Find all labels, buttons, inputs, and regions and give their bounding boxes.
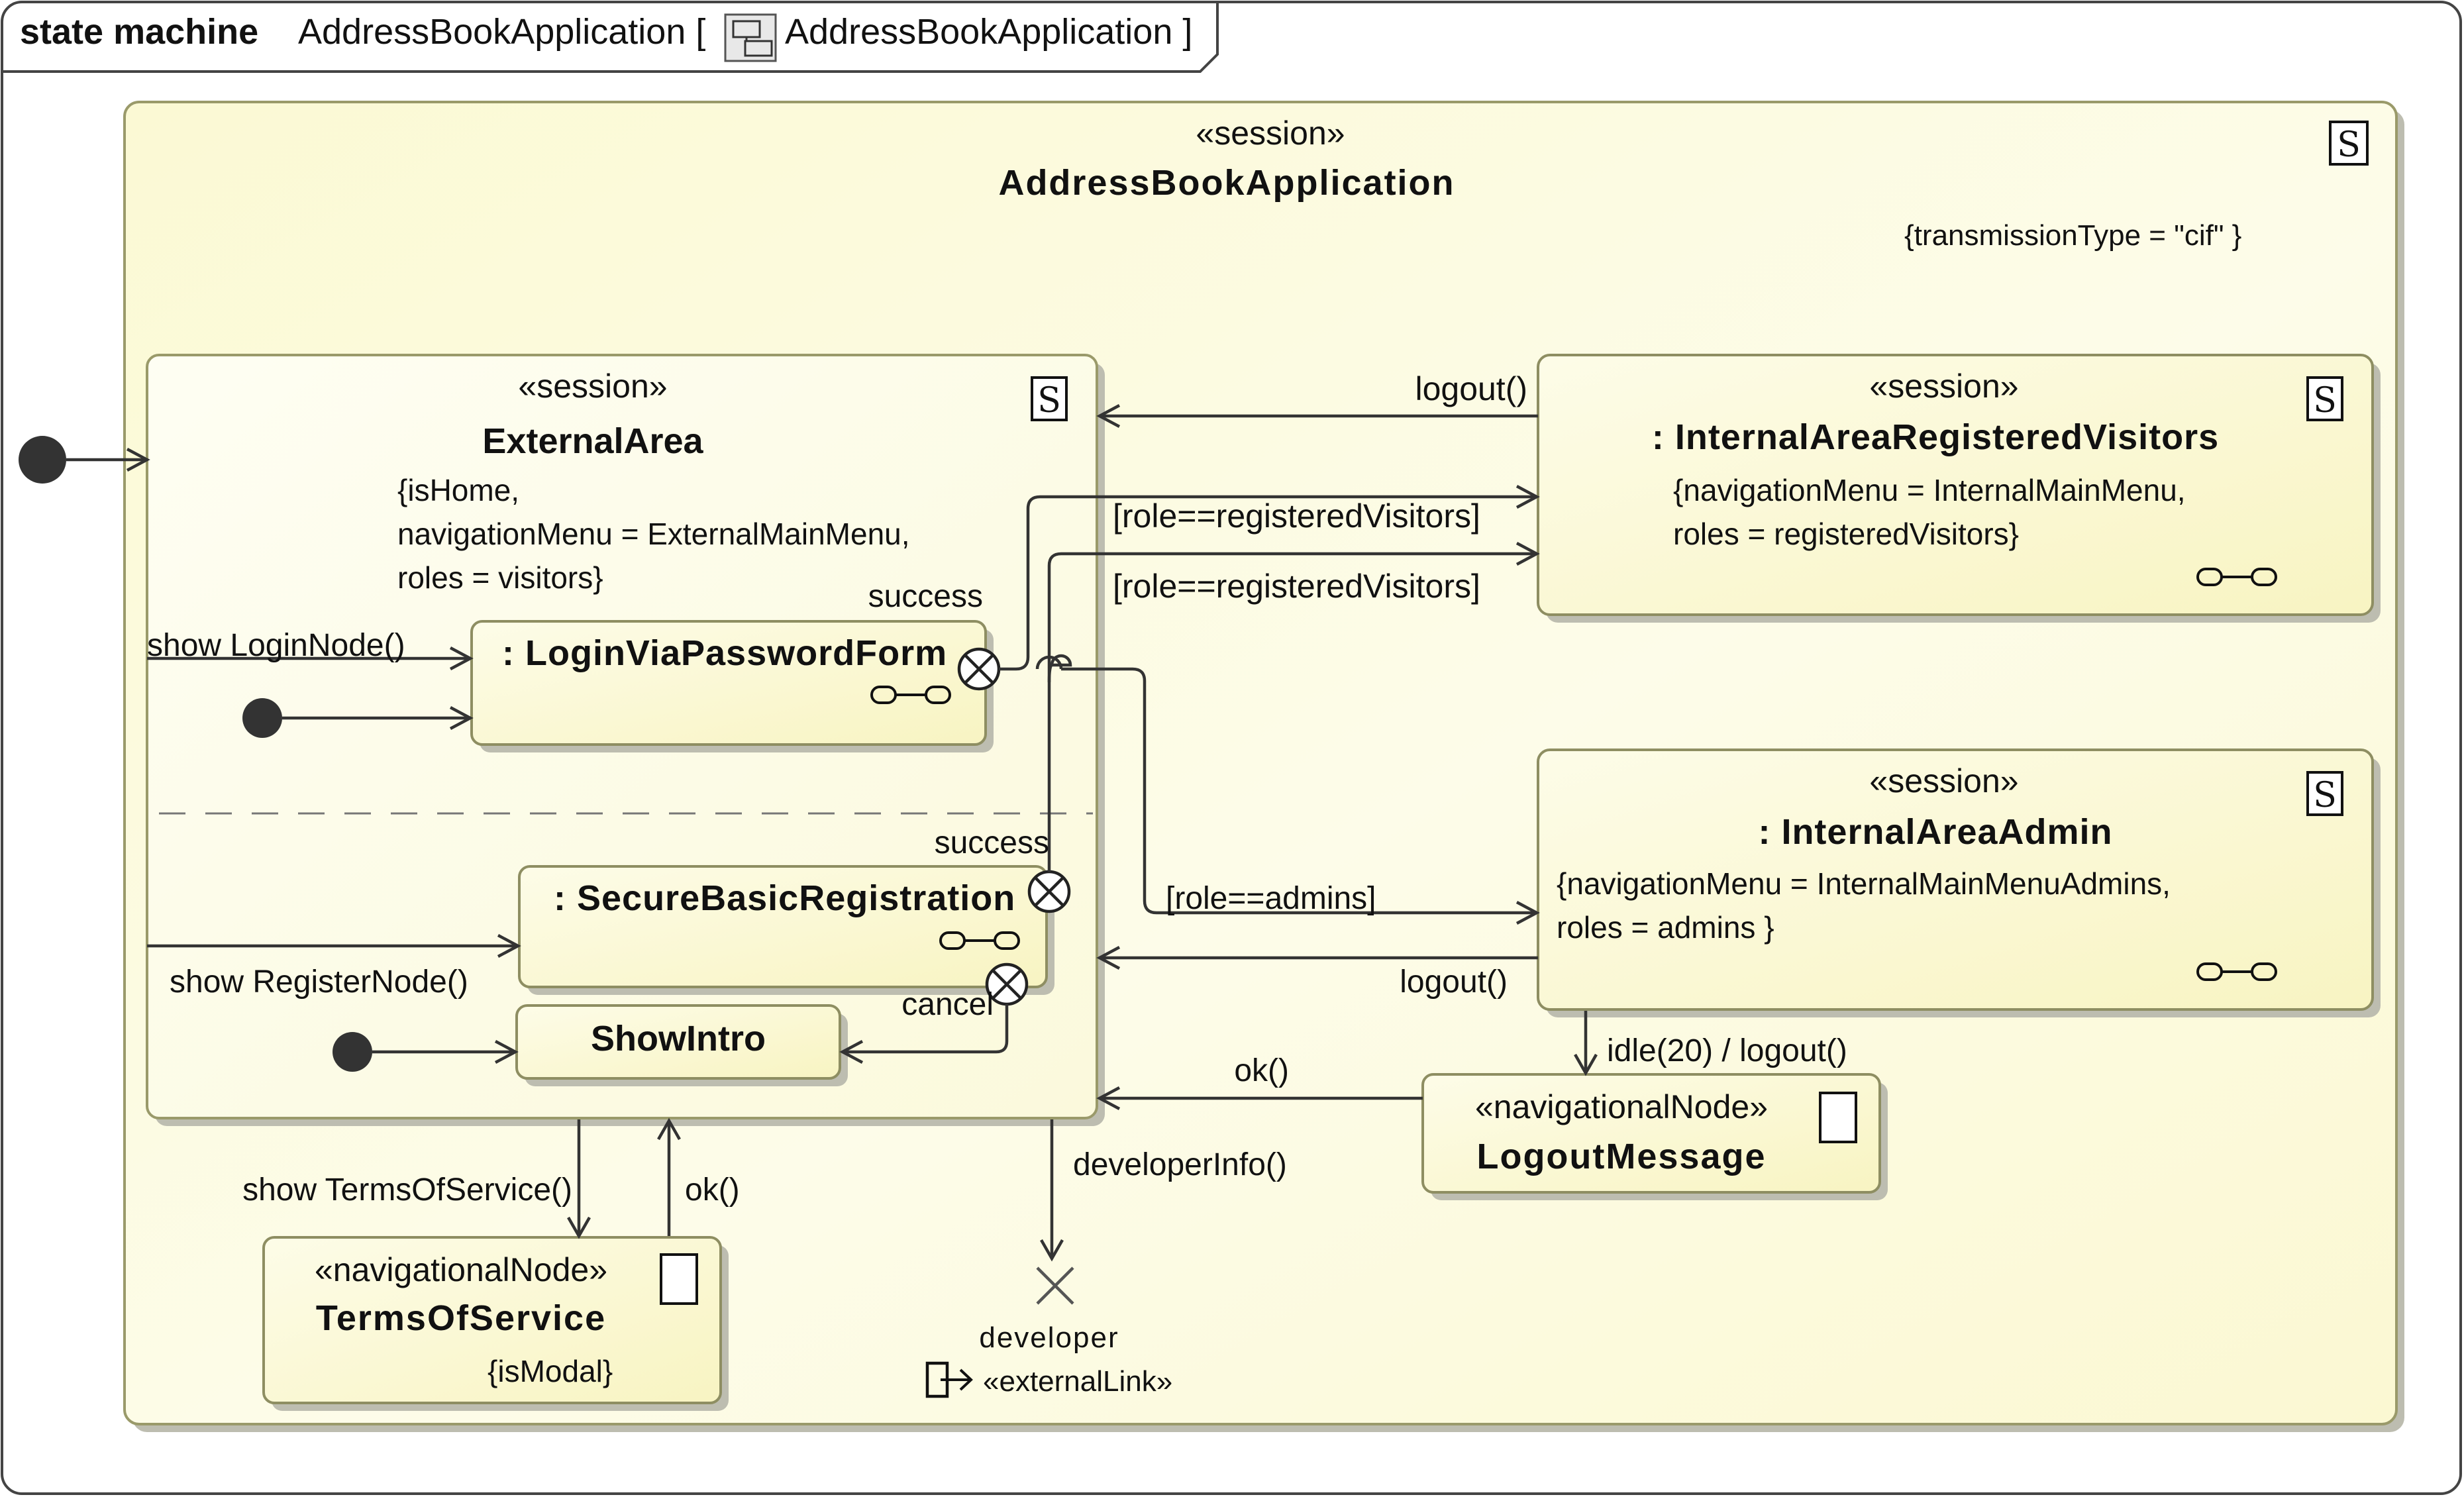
transition-ok-logout[interactable] bbox=[1096, 1086, 1423, 1110]
logout-message-name: LogoutMessage bbox=[1476, 1137, 1766, 1176]
external-area-stereotype: «session» bbox=[518, 368, 667, 405]
external-area-prop: roles = visitors} bbox=[397, 560, 603, 595]
submachine-icon bbox=[870, 686, 951, 704]
label-logout: logout() bbox=[1415, 370, 1527, 407]
session-icon: S bbox=[2306, 771, 2343, 816]
transition-login-to-registered[interactable] bbox=[999, 485, 1540, 671]
initial-pseudostate bbox=[19, 436, 66, 484]
svg-text:S: S bbox=[2313, 776, 2337, 815]
label-guard: [role==registeredVisitors] bbox=[1113, 568, 1480, 605]
app-stereotype: «session» bbox=[1196, 115, 1345, 152]
registered-visitors-prop: roles = registeredVisitors} bbox=[1673, 517, 2019, 551]
transition-login-to-admin[interactable] bbox=[1061, 667, 1540, 925]
terms-prop: {isModal} bbox=[488, 1354, 613, 1388]
registered-visitors-prop: {navigationMenu = InternalMainMenu, bbox=[1673, 473, 2186, 507]
submachine-icon bbox=[939, 931, 1020, 950]
transition-show-register[interactable] bbox=[147, 934, 521, 958]
initial-pseudostate bbox=[242, 698, 282, 738]
state-show-intro[interactable]: ShowIntro bbox=[515, 1004, 848, 1086]
transition-cancel[interactable] bbox=[839, 1004, 1009, 1064]
svg-text:S: S bbox=[2337, 125, 2361, 165]
label-show-login: show LoginNode() bbox=[147, 628, 405, 663]
state-internal-area-registered-visitors[interactable]: «session» : InternalAreaRegisteredVisito… bbox=[1537, 354, 2381, 623]
label-guard-admins: [role==admins] bbox=[1166, 881, 1376, 916]
developer-stereotype: «externalLink» bbox=[983, 1365, 1172, 1398]
external-area-name: ExternalArea bbox=[482, 421, 703, 461]
internal-admin-stereotype: «session» bbox=[1869, 762, 2018, 800]
internal-admin-prop: roles = admins } bbox=[1557, 910, 1774, 945]
frame-keyword: state machine bbox=[20, 12, 258, 52]
session-icon: S bbox=[2329, 121, 2369, 166]
logout-message-stereotype: «navigationalNode» bbox=[1475, 1088, 1768, 1125]
label-success: success bbox=[868, 579, 983, 614]
transition-developer-info[interactable] bbox=[1040, 1119, 1064, 1262]
app-constraint: {transmissionType = "cif" } bbox=[1904, 219, 2241, 252]
label-idle: idle(20) / logout() bbox=[1607, 1033, 1847, 1068]
state-internal-area-admin[interactable]: «session» : InternalAreaAdmin {navigatio… bbox=[1537, 748, 2381, 1017]
transition-show-terms[interactable] bbox=[567, 1119, 591, 1239]
registered-visitors-stereotype: «session» bbox=[1869, 368, 2018, 405]
label-cancel: cancel bbox=[901, 987, 994, 1022]
internal-admin-prop: {navigationMenu = InternalMainMenuAdmins… bbox=[1557, 866, 2171, 901]
label-show-terms: show TermsOfService() bbox=[242, 1172, 572, 1208]
terms-name: TermsOfService bbox=[316, 1298, 606, 1338]
frame-name: AddressBookApplication [ bbox=[298, 12, 705, 52]
initial-pseudostate bbox=[333, 1032, 372, 1072]
svg-text:S: S bbox=[2313, 381, 2337, 421]
internal-admin-name: : InternalAreaAdmin bbox=[1758, 812, 2112, 852]
state-terms-of-service[interactable]: «navigationalNode» TermsOfService {isMod… bbox=[262, 1236, 729, 1411]
line-hop bbox=[1035, 655, 1063, 670]
transition-show-login[interactable] bbox=[147, 646, 474, 670]
state-secure-basic-registration[interactable]: : SecureBasicRegistration bbox=[518, 865, 1054, 995]
terminate-pseudostate bbox=[1036, 1266, 1074, 1305]
terms-stereotype: «navigationalNode» bbox=[315, 1251, 607, 1288]
transition-logout-admin[interactable] bbox=[1096, 946, 1538, 970]
frame-type-name: AddressBookApplication ] bbox=[785, 12, 1192, 52]
label-logout: logout() bbox=[1400, 964, 1508, 1000]
session-icon: S bbox=[1031, 376, 1068, 421]
session-icon: S bbox=[2306, 376, 2343, 421]
login-form-name: : LoginViaPasswordForm bbox=[502, 633, 947, 673]
label-success: success bbox=[935, 825, 1049, 860]
app-name: AddressBookApplication bbox=[998, 163, 1455, 203]
developer-name: developer bbox=[979, 1321, 1119, 1354]
label-developer-info: developerInfo() bbox=[1073, 1147, 1287, 1182]
submachine-icon bbox=[2196, 962, 2277, 981]
transition-initial-login[interactable] bbox=[282, 706, 474, 730]
label-guard: [role==registeredVisitors] bbox=[1113, 497, 1480, 535]
transition-idle-logout[interactable] bbox=[1574, 1011, 1598, 1076]
exit-point bbox=[1027, 870, 1071, 913]
label-ok: ok() bbox=[685, 1172, 740, 1208]
svg-text:S: S bbox=[1037, 381, 1061, 421]
external-area-prop: {isHome, bbox=[397, 473, 519, 507]
transition-ok-terms[interactable] bbox=[657, 1117, 681, 1236]
external-area-prop: navigationMenu = ExternalMainMenu, bbox=[397, 517, 910, 551]
state-logout-message[interactable]: «navigationalNode» LogoutMessage bbox=[1421, 1073, 1888, 1200]
exit-point bbox=[957, 647, 1001, 691]
transition-register-to-registered[interactable] bbox=[1047, 542, 1540, 872]
navigational-node-icon bbox=[660, 1253, 698, 1305]
transition-initial-intro[interactable] bbox=[372, 1040, 519, 1064]
show-intro-name: ShowIntro bbox=[591, 1019, 766, 1058]
navigational-node-icon bbox=[1819, 1092, 1857, 1143]
label-show-register: show RegisterNode() bbox=[170, 964, 468, 1000]
secure-registration-name: : SecureBasicRegistration bbox=[554, 878, 1015, 918]
external-link-icon bbox=[925, 1361, 973, 1398]
label-ok: ok() bbox=[1234, 1053, 1289, 1088]
registered-visitors-name: : InternalAreaRegisteredVisitors bbox=[1652, 417, 2219, 457]
transition-logout-registered[interactable] bbox=[1096, 404, 1538, 428]
state-machine-icon bbox=[724, 13, 777, 62]
transition-initial[interactable] bbox=[66, 448, 150, 472]
submachine-icon bbox=[2196, 568, 2277, 586]
state-login-via-password-form[interactable]: : LoginViaPasswordForm bbox=[470, 620, 994, 752]
